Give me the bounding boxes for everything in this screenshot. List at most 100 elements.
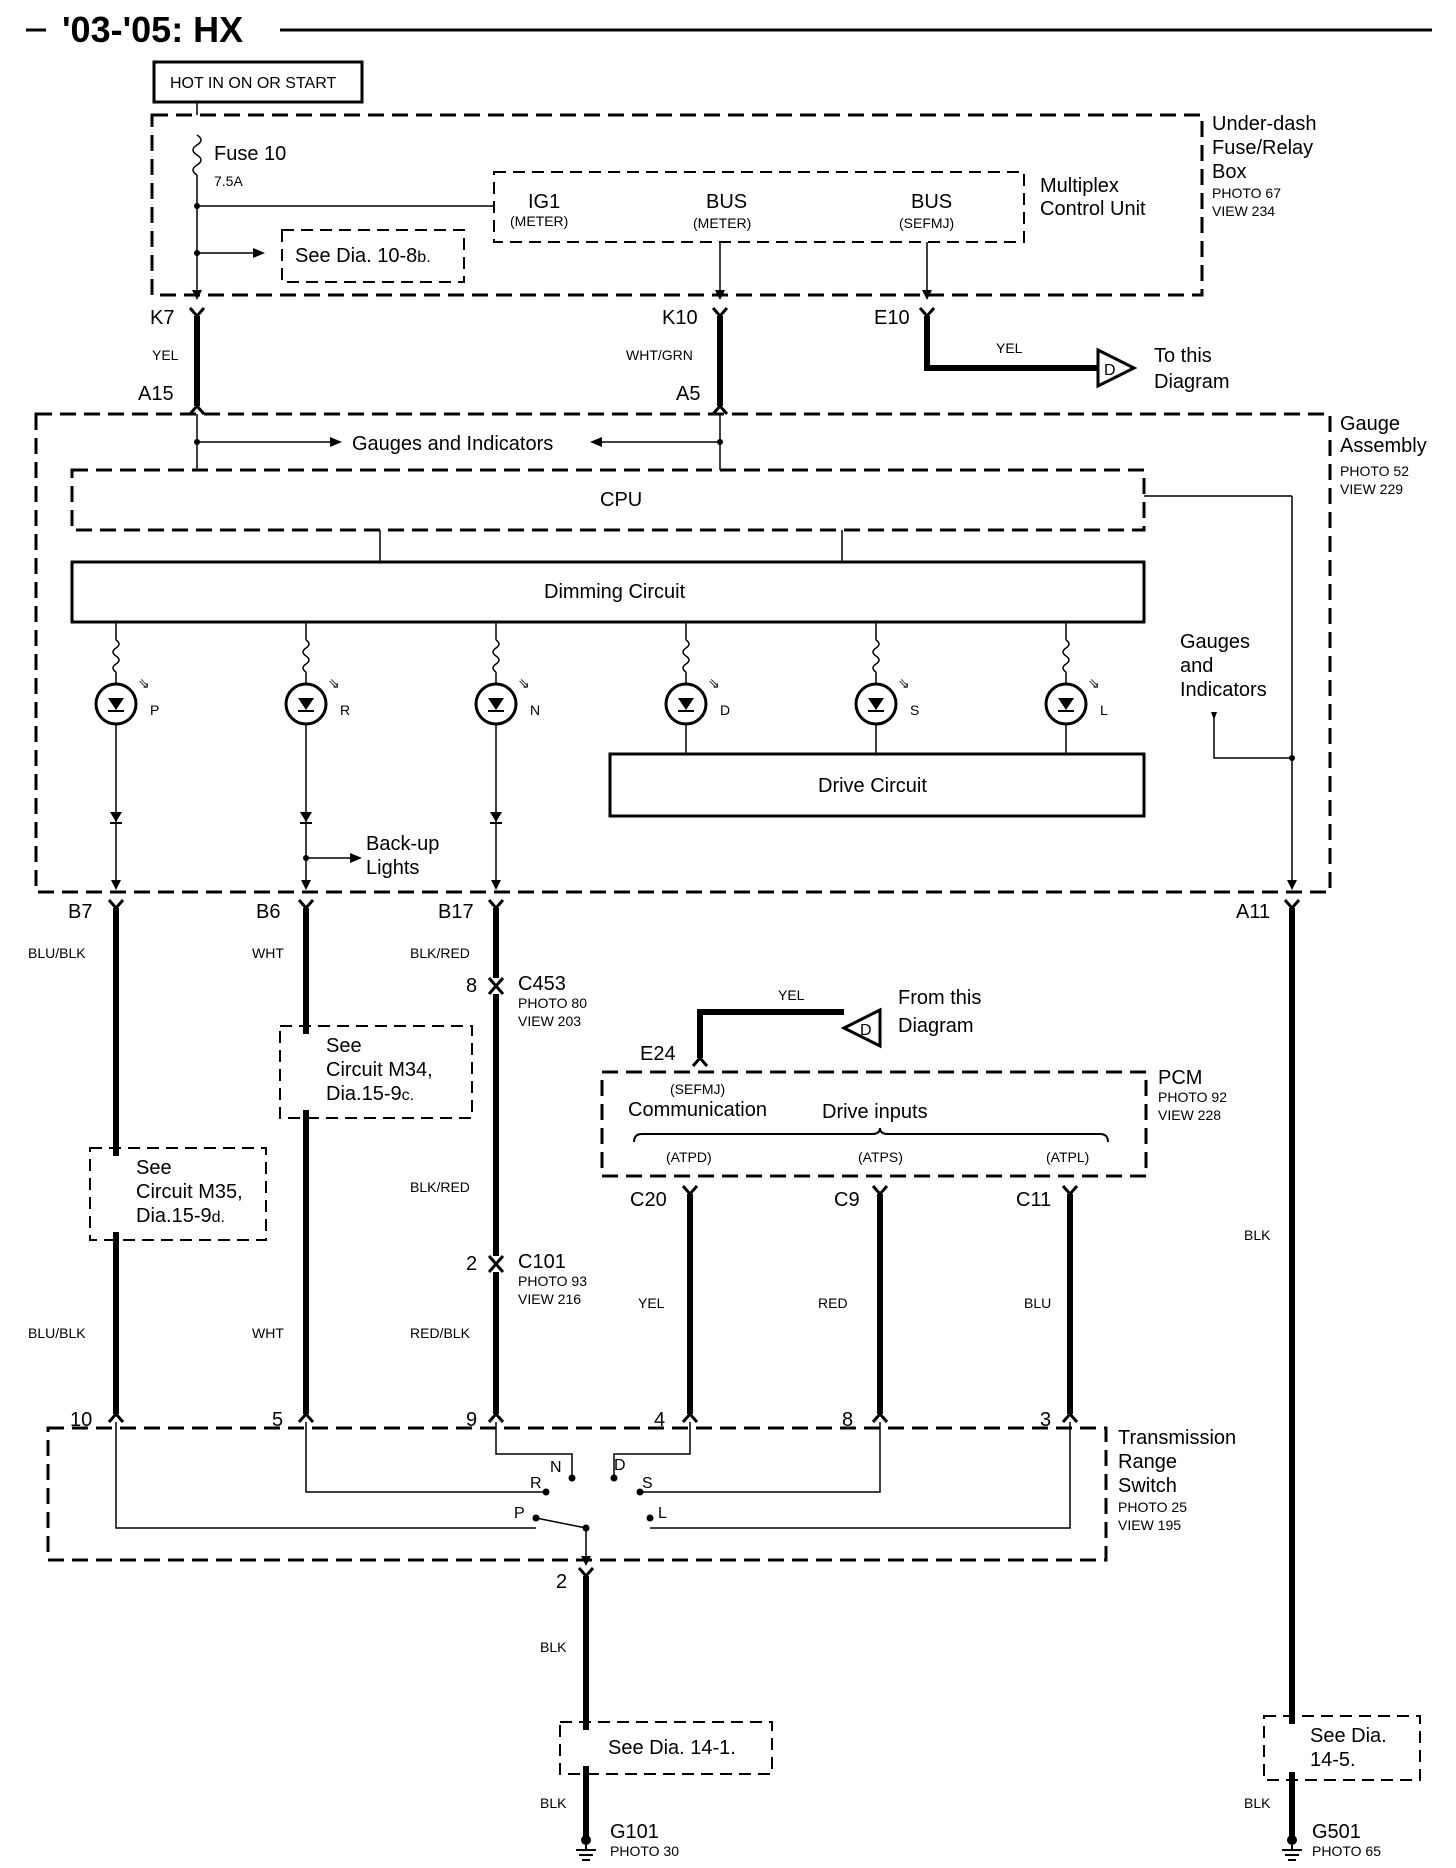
wire-blu-blk-1: BLU/BLK — [28, 945, 86, 961]
see-dia-14-5-1: See Dia. — [1310, 1725, 1387, 1747]
dimming-circuit-label: Dimming Circuit — [544, 581, 686, 603]
gauge-name-1: Gauge — [1340, 413, 1400, 435]
trs-name-1: Transmission — [1118, 1427, 1236, 1449]
pcm-drive-inputs-brace — [633, 1127, 1109, 1143]
cpu-box — [70, 468, 1146, 532]
wire-blk-a11: BLK — [1244, 1227, 1271, 1243]
to-diagram-d-symbol — [1096, 347, 1138, 389]
wire-blk-g501: BLK — [1244, 1795, 1271, 1811]
c453-pin: 8 — [466, 975, 477, 997]
see-dia-14-5-box — [1263, 1715, 1421, 1781]
led-n-label: N — [530, 702, 540, 718]
see-m35-2: Circuit M35, — [136, 1181, 243, 1203]
connector-c11: C11 — [1016, 1189, 1051, 1211]
pcm-atps: (ATPS) — [858, 1149, 903, 1165]
trs-pos-r: R — [530, 1475, 542, 1492]
cpu-label: CPU — [600, 489, 642, 511]
to-diagram-letter: D — [1104, 362, 1116, 379]
wire-blk-g101-2: BLK — [540, 1795, 567, 1811]
see-m34-2: Circuit M34, — [326, 1059, 433, 1081]
trs-pin-3: 3 — [1040, 1409, 1051, 1431]
mcu-pin-bus-meter: BUS — [706, 191, 747, 213]
see-m35-1: See — [136, 1157, 172, 1179]
wire-wht-2: WHT — [252, 1325, 284, 1341]
connector-e10: E10 — [874, 307, 910, 329]
pcm-communication: Communication — [628, 1099, 767, 1121]
see-m35-3: Dia.15-9d. — [136, 1205, 225, 1227]
see-m34-3: Dia.15-9c. — [326, 1083, 414, 1105]
see-dia-14-1-box — [559, 1721, 773, 1775]
wire-red-c9: RED — [818, 1295, 848, 1311]
mcu-pin-ig1: IG1 — [528, 191, 560, 213]
c101-view: VIEW 216 — [518, 1291, 581, 1307]
gauge-view: VIEW 229 — [1340, 481, 1403, 497]
g501-photo: PHOTO 65 — [1312, 1843, 1381, 1859]
side-gauges-1: Gauges — [1180, 631, 1250, 653]
pcm-atpd: (ATPD) — [666, 1149, 712, 1165]
led-l-ray: ⇘ — [1088, 675, 1100, 691]
connector-k10: K10 — [662, 307, 698, 329]
pcm-view: VIEW 228 — [1158, 1107, 1221, 1123]
to-diagram-line2: Diagram — [1154, 371, 1230, 393]
wire-red-blk: RED/BLK — [410, 1325, 471, 1341]
wire-wht-1: WHT — [252, 945, 284, 961]
from-diagram-d-symbol — [840, 1007, 882, 1049]
see-m34-1: See — [326, 1035, 362, 1057]
connector-e24: E24 — [640, 1043, 676, 1065]
trs-pin-2: 2 — [556, 1571, 567, 1593]
c101-photo: PHOTO 93 — [518, 1273, 587, 1289]
connector-k7: K7 — [150, 307, 174, 329]
led-d-ray: ⇘ — [708, 675, 720, 691]
side-gauges-2: and — [1180, 655, 1213, 677]
mcu-pin-bus-sefmj-sub: (SEFMJ) — [899, 215, 954, 231]
pcm-sefmj: (SEFMJ) — [670, 1081, 725, 1097]
underdash-view: VIEW 234 — [1212, 203, 1275, 219]
backup-lights-1: Back-up — [366, 833, 439, 855]
led-r-ray: ⇘ — [328, 675, 340, 691]
led-r: ⇘ R — [284, 622, 350, 726]
transmission-range-switch-box — [46, 1426, 1108, 1562]
pcm-atpl: (ATPL) — [1046, 1149, 1089, 1165]
see-m34-box — [279, 1025, 473, 1119]
connector-b6: B6 — [256, 901, 280, 923]
trs-pos-l: L — [658, 1505, 667, 1522]
trs-pos-d: D — [614, 1457, 626, 1474]
connector-c20: C20 — [630, 1189, 667, 1211]
c453-view: VIEW 203 — [518, 1013, 581, 1029]
wire-yel-pcm: YEL — [778, 987, 805, 1003]
underdash-photo: PHOTO 67 — [1212, 185, 1281, 201]
mcu-pin-ig1-sub: (METER) — [510, 213, 568, 229]
led-p: ⇘ P — [94, 622, 159, 726]
led-d-label: D — [720, 702, 730, 718]
wire-blk-red-2: BLK/RED — [410, 1179, 470, 1195]
gauge-photo: PHOTO 52 — [1340, 463, 1409, 479]
trs-view: VIEW 195 — [1118, 1517, 1181, 1533]
dimming-circuit-box — [70, 560, 1146, 624]
ground-g101-icon — [576, 1835, 596, 1861]
from-diagram-letter: D — [860, 1022, 872, 1039]
trs-pos-n: N — [550, 1459, 562, 1476]
wire-wht-grn: WHT/GRN — [626, 347, 693, 363]
see-dia-14-1: See Dia. 14-1. — [608, 1737, 736, 1759]
trs-name-2: Range — [1118, 1451, 1177, 1473]
trs-pos-s: S — [642, 1475, 653, 1492]
led-d: ⇘ D — [664, 622, 730, 726]
mcu-pin-bus-meter-sub: (METER) — [693, 215, 751, 231]
fuse-10-label: Fuse 10 — [214, 143, 286, 165]
trs-pin-9: 9 — [466, 1409, 477, 1431]
trs-pos-p: P — [514, 1505, 525, 1522]
c101-name: C101 — [518, 1251, 566, 1273]
pcm-name: PCM — [1158, 1067, 1202, 1089]
c101-pin: 2 — [466, 1253, 477, 1275]
underdash-name-3: Box — [1212, 161, 1246, 183]
connector-a11: A11 — [1236, 901, 1270, 923]
g101-name: G101 — [610, 1821, 659, 1843]
trs-pin-8: 8 — [842, 1409, 853, 1431]
mcu-name-2: Control Unit — [1040, 198, 1146, 220]
wire-blu-blk-2: BLU/BLK — [28, 1325, 86, 1341]
trs-pin-5: 5 — [272, 1409, 283, 1431]
trs-pin-10: 10 — [70, 1409, 92, 1431]
c453-name: C453 — [518, 973, 566, 995]
led-s: ⇘ S — [854, 622, 919, 726]
